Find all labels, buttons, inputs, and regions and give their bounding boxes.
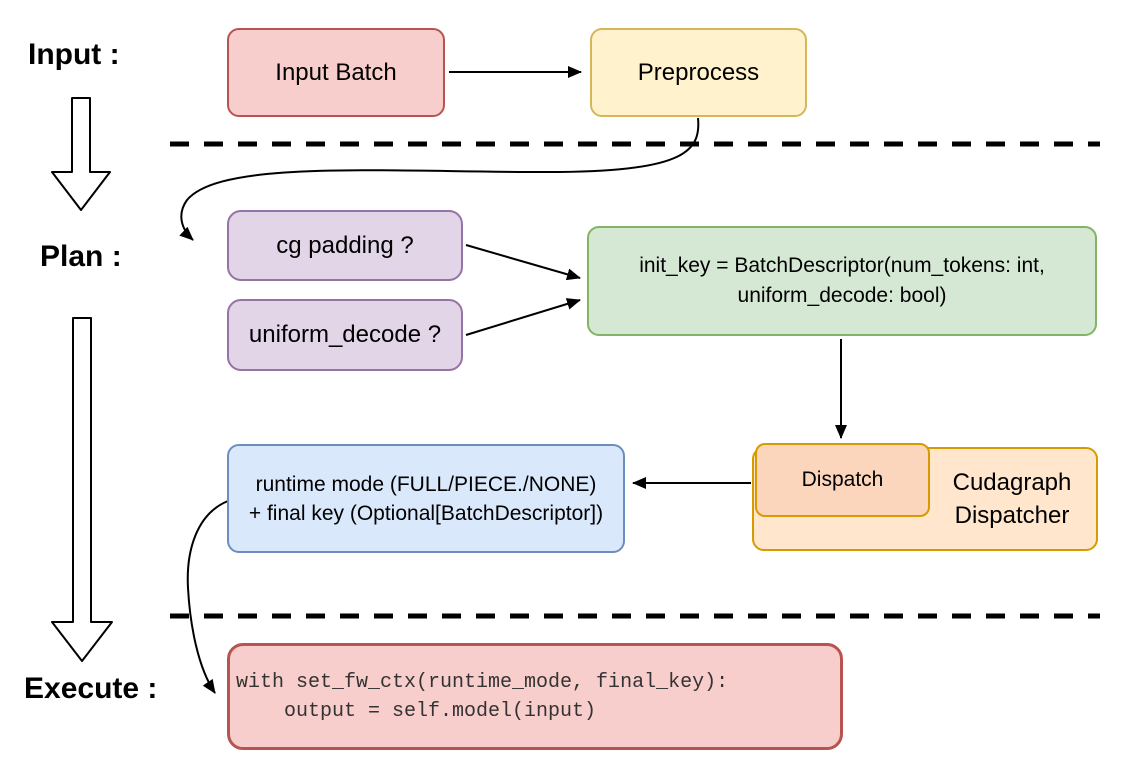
node-cudagraph-dispatcher-label: Cudagraph Dispatcher	[952, 469, 1072, 529]
node-preprocess-label: Preprocess	[637, 58, 760, 86]
connector-uniform-decode-to-init-key	[465, 298, 581, 336]
node-execute-code: with set_fw_ctx(runtime_mode, final_key)…	[227, 643, 843, 750]
node-cg-padding: cg padding ?	[227, 210, 463, 281]
node-input-batch-label: Input Batch	[275, 58, 397, 86]
node-init-key: init_key = BatchDescriptor(num_tokens: i…	[587, 226, 1097, 336]
node-runtime-mode: runtime mode (FULL/PIECE./NONE) + final …	[227, 444, 625, 553]
stage-label-plan: Plan :	[40, 240, 122, 273]
node-runtime-mode-line1: runtime mode (FULL/PIECE./NONE)	[255, 472, 597, 496]
node-execute-code-line2: output = self.model(input)	[236, 699, 597, 723]
node-uniform-decode-label: uniform_decode ?	[248, 321, 442, 348]
node-dispatch-label: Dispatch	[801, 468, 884, 491]
connector-cg-padding-to-init-key	[465, 244, 581, 281]
stage-label-input: Input :	[28, 38, 120, 71]
node-dispatch: Dispatch	[755, 443, 930, 517]
node-execute-code-line1: with set_fw_ctx(runtime_mode, final_key)…	[236, 670, 729, 694]
node-init-key-line1: init_key = BatchDescriptor(num_tokens: i…	[639, 254, 1045, 277]
node-uniform-decode: uniform_decode ?	[227, 299, 463, 371]
node-preprocess: Preprocess	[590, 28, 807, 117]
connector-preprocess-to-plan	[179, 117, 700, 241]
node-input-batch: Input Batch	[227, 28, 445, 117]
connector-runtime-mode-to-execute-code	[186, 500, 229, 694]
node-runtime-mode-line2: + final key (Optional[BatchDescriptor])	[248, 501, 604, 525]
node-init-key-line2: uniform_decode: bool)	[737, 284, 947, 307]
stage-label-execute: Execute :	[24, 672, 158, 705]
node-cg-padding-label: cg padding ?	[276, 231, 414, 259]
hollow-arrow-plan-to-execute-icon	[51, 317, 113, 662]
hollow-arrow-input-to-plan-icon	[51, 97, 111, 211]
